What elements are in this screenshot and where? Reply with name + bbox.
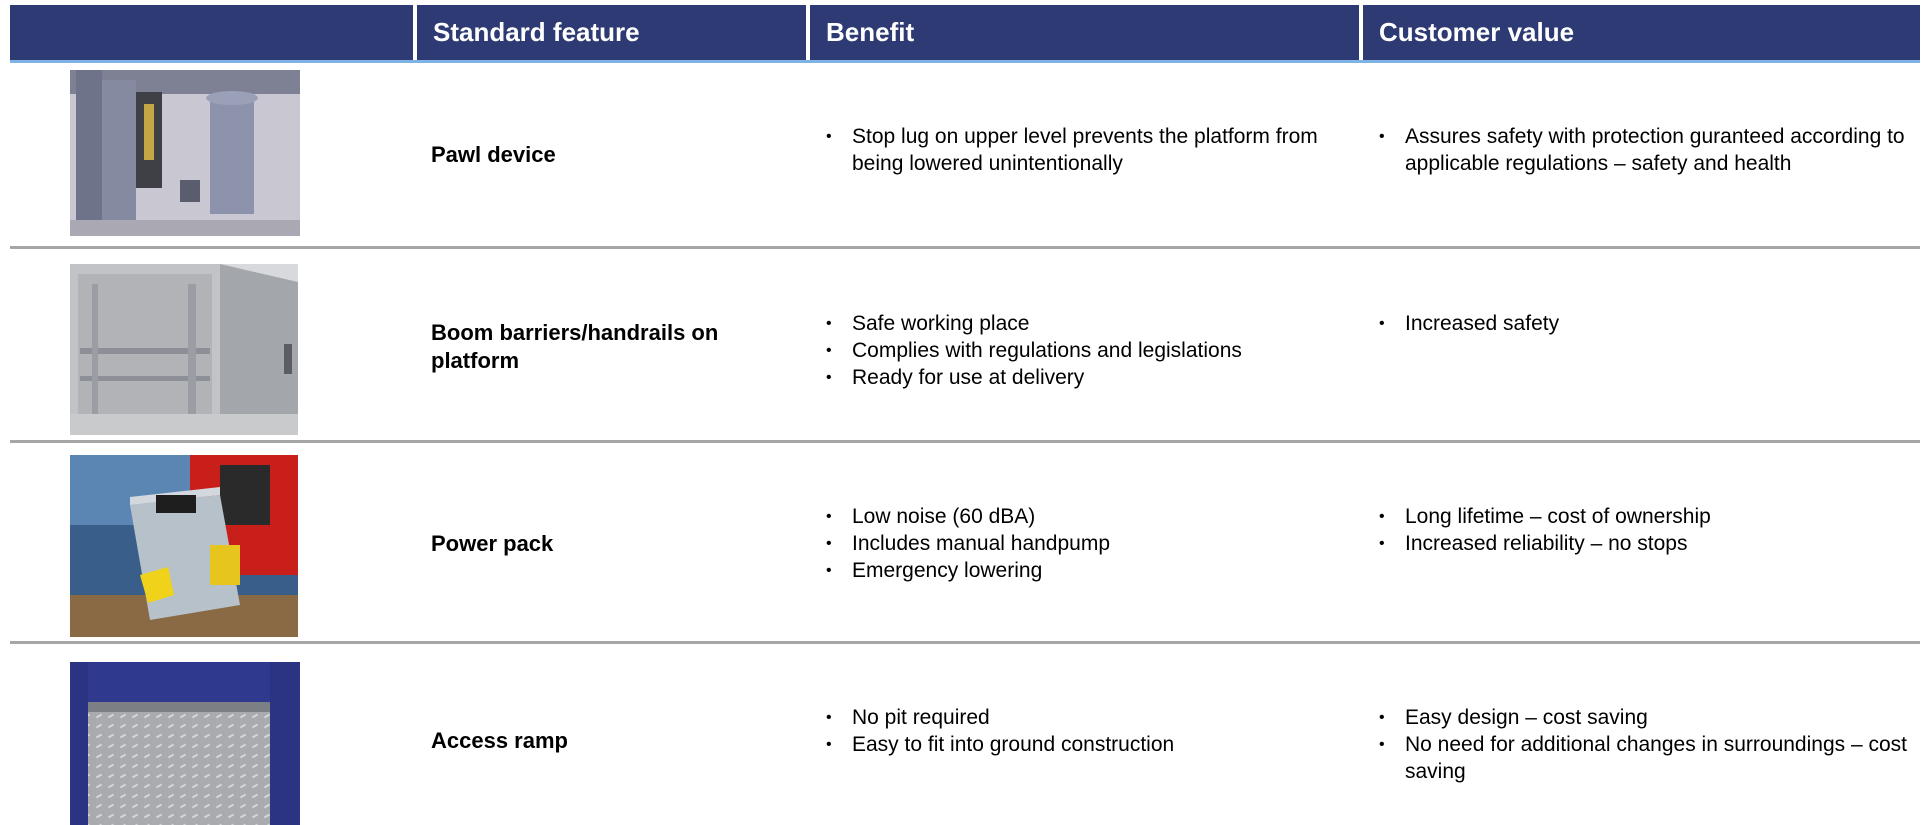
access-ramp-photo <box>70 662 300 825</box>
customer-value-list: Assures safety with protection guranteed… <box>1375 123 1915 177</box>
customer-value-list: Easy design – cost saving No need for ad… <box>1375 704 1915 785</box>
list-item: Safe working place <box>822 310 1342 337</box>
header-divider <box>1359 5 1363 60</box>
header-standard-feature: Standard feature <box>433 17 640 47</box>
header-customer-value: Customer value <box>1379 17 1575 47</box>
list-item: Complies with regulations and legislatio… <box>822 337 1342 364</box>
header-divider <box>806 5 810 60</box>
row-divider <box>10 246 1920 249</box>
benefit-list: Low noise (60 dBA) Includes manual handp… <box>822 503 1342 584</box>
list-item: No need for additional changes in surrou… <box>1375 731 1915 785</box>
list-item: Assures safety with protection guranteed… <box>1375 123 1915 177</box>
list-item: Long lifetime – cost of ownership <box>1375 503 1915 530</box>
row-divider <box>10 641 1920 644</box>
list-item: Emergency lowering <box>822 557 1342 584</box>
list-item: Easy to fit into ground construction <box>822 731 1342 758</box>
list-item: Increased safety <box>1375 310 1915 337</box>
feature-name: Access ramp <box>431 728 568 753</box>
benefit-list: Stop lug on upper level prevents the pla… <box>822 123 1342 177</box>
benefit-list: No pit required Easy to fit into ground … <box>822 704 1342 758</box>
table-header: Standard feature Benefit Customer value <box>10 5 1920 63</box>
customer-value-list: Long lifetime – cost of ownership Increa… <box>1375 503 1915 557</box>
boom-barriers-photo <box>70 264 298 435</box>
feature-name: Power pack <box>431 531 554 556</box>
header-divider <box>413 5 417 60</box>
feature-name: Boom barriers/handrails on platform <box>431 320 719 373</box>
list-item: Low noise (60 dBA) <box>822 503 1342 530</box>
list-item: Increased reliability – no stops <box>1375 530 1915 557</box>
header-benefit: Benefit <box>826 17 915 47</box>
benefit-list: Safe working place Complies with regulat… <box>822 310 1342 391</box>
list-item: Ready for use at delivery <box>822 364 1342 391</box>
list-item: Easy design – cost saving <box>1375 704 1915 731</box>
power-pack-photo <box>70 455 298 637</box>
feature-name: Pawl device <box>431 142 556 167</box>
pawl-device-photo <box>70 70 300 236</box>
row-divider <box>10 440 1920 443</box>
list-item: Includes manual handpump <box>822 530 1342 557</box>
list-item: No pit required <box>822 704 1342 731</box>
list-item: Stop lug on upper level prevents the pla… <box>822 123 1342 177</box>
customer-value-list: Increased safety <box>1375 310 1915 337</box>
